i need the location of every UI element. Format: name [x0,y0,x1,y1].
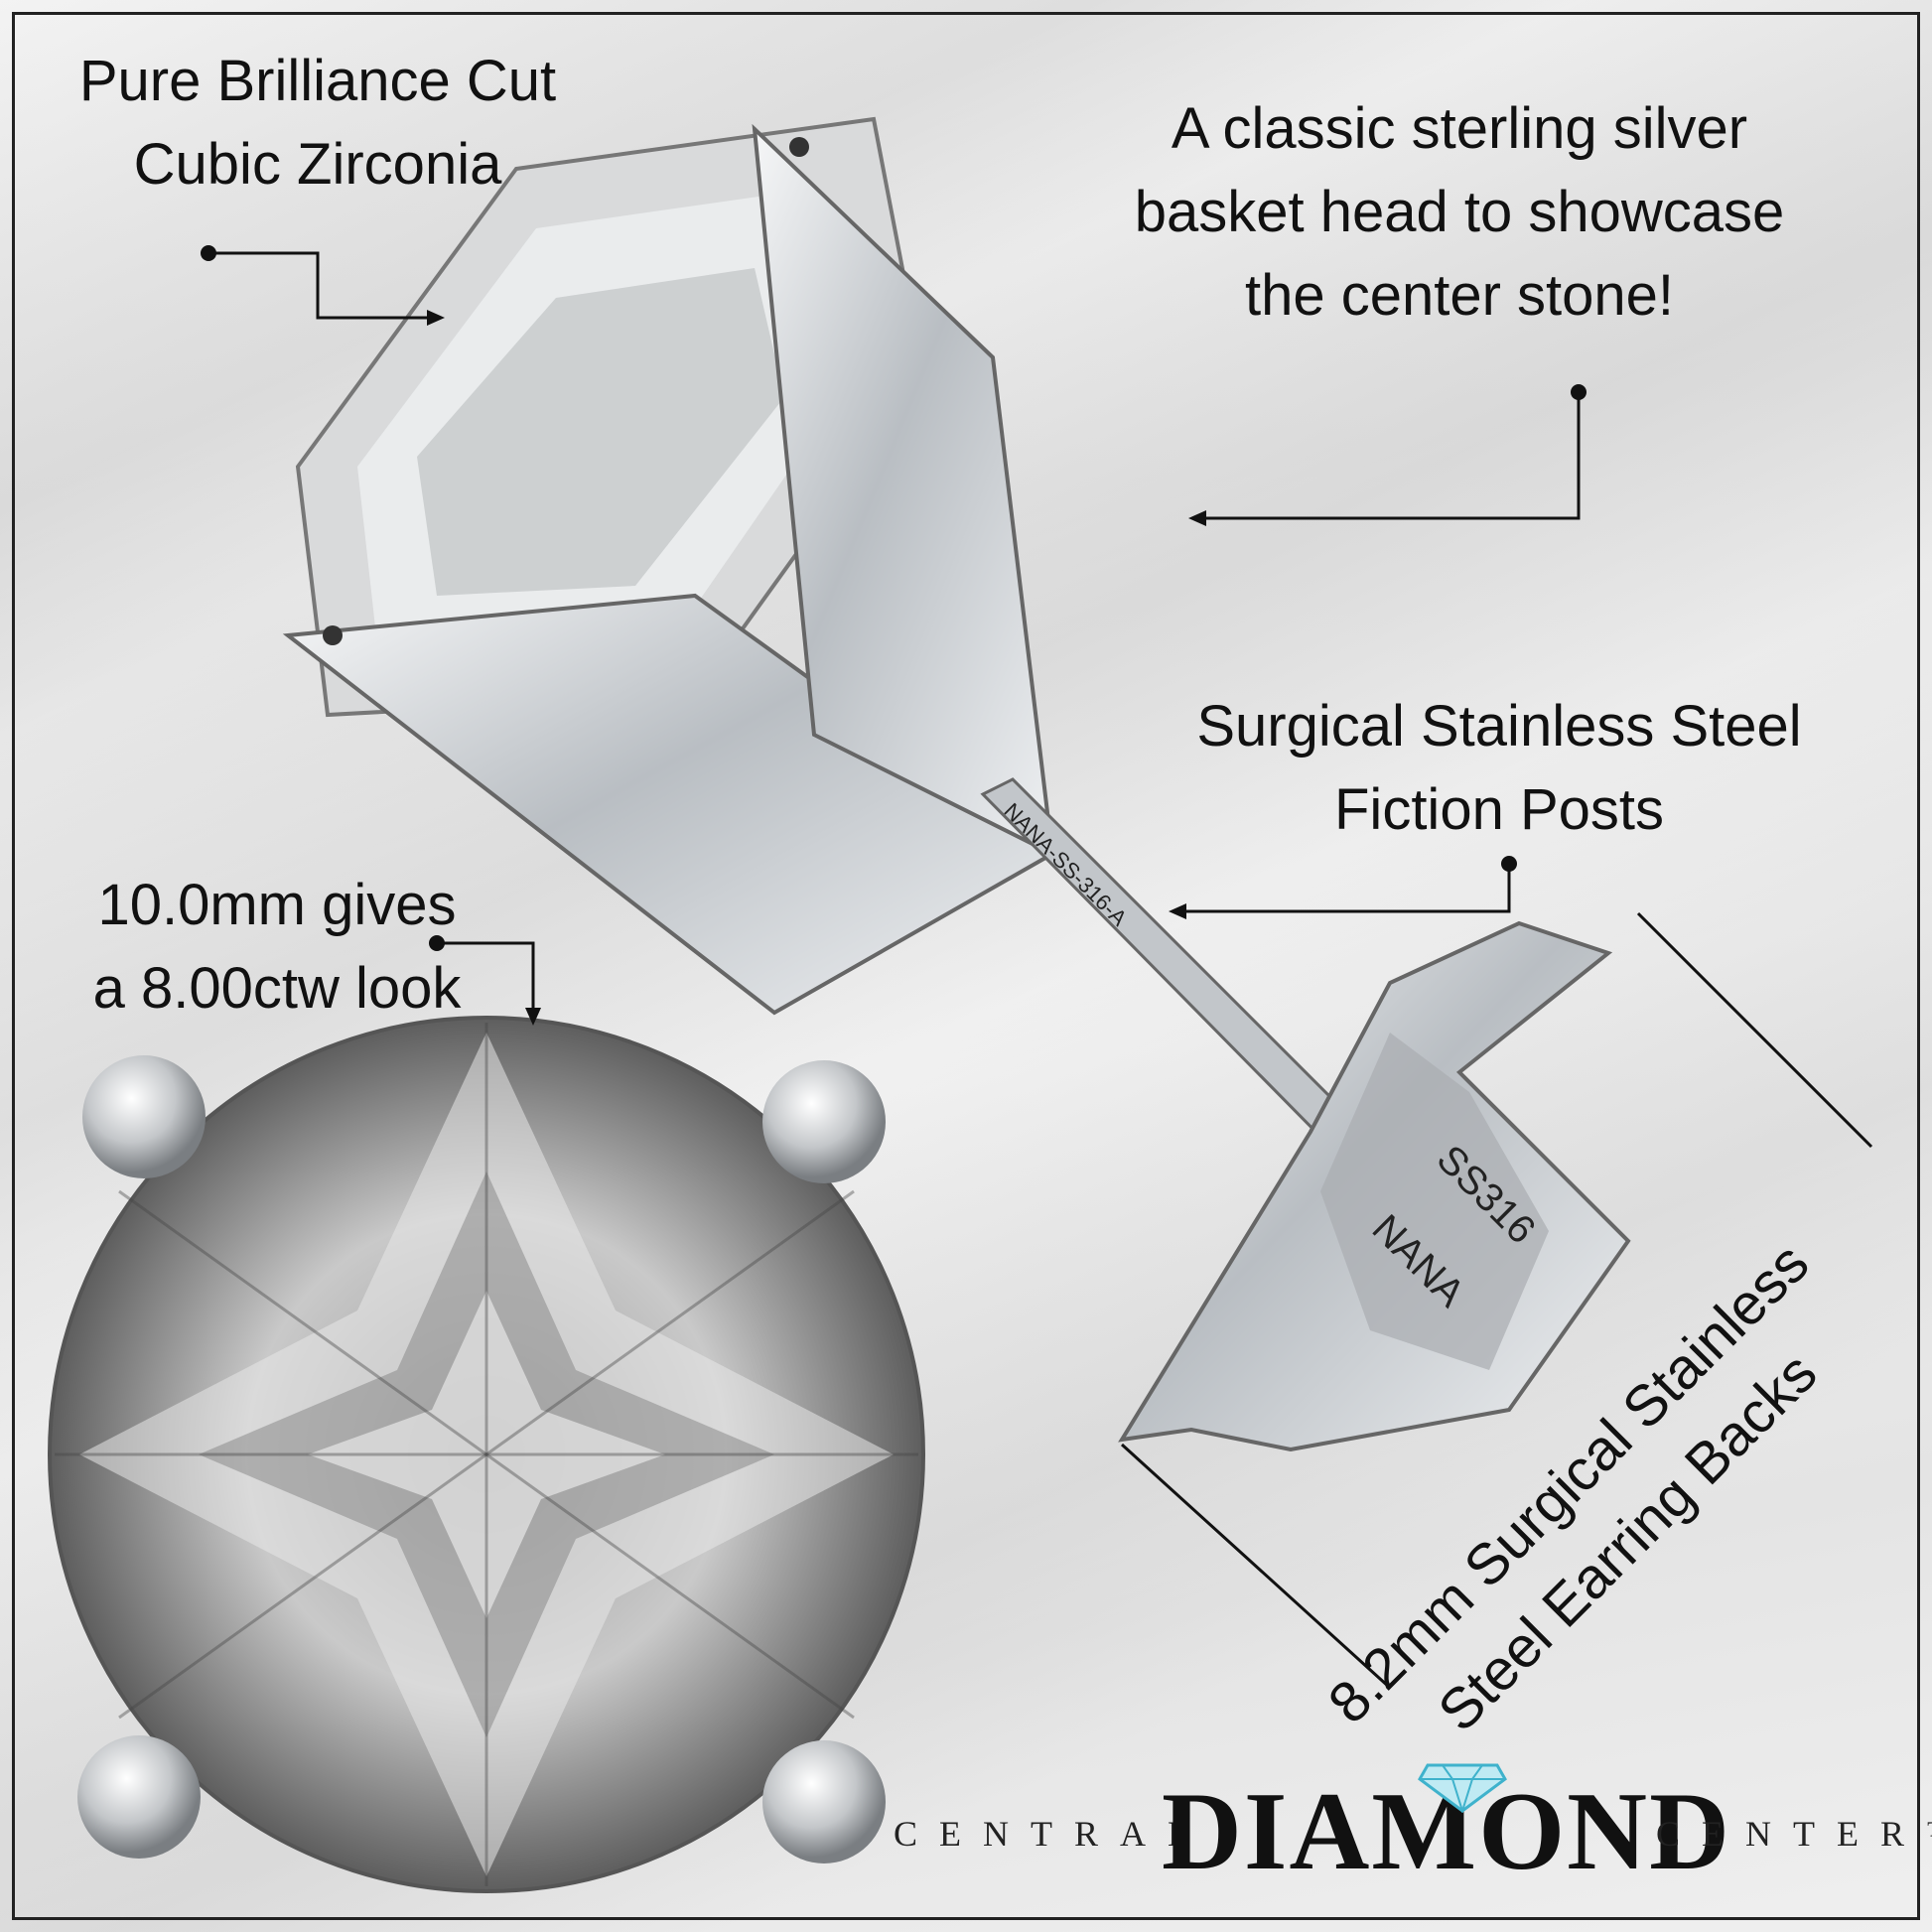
top-view-stone [48,1016,925,1893]
label-basket-head: A classic sterling silver basket head to… [1134,96,1785,328]
logo-center-text: CENTER™ [1656,1814,1932,1854]
border-frame [12,12,1920,1920]
callout-lines [208,251,1873,1690]
earring-back [1118,920,1631,1452]
brand-logo: CENTRAL DIAMOND CENTER™ [894,1763,1932,1887]
label-cubic-zirconia: Pure Brilliance Cut Cubic Zirconia [78,49,557,197]
callout-cz [208,251,427,320]
diamond-logo-icon [1418,1763,1507,1813]
top-view-prongs [77,1055,886,1863]
callout-markers [201,245,1587,1026]
logo-central-text: CENTRAL [894,1814,1211,1854]
callout-size [437,941,535,1008]
callout-posts [1186,864,1511,913]
callout-basket [1206,392,1581,520]
callout-backs-bracket [1120,911,1873,1690]
label-posts: Surgical Stainless Steel Fiction Posts [1196,694,1802,842]
label-size: 10.0mm gives a 8.00ctw look [92,873,462,1021]
